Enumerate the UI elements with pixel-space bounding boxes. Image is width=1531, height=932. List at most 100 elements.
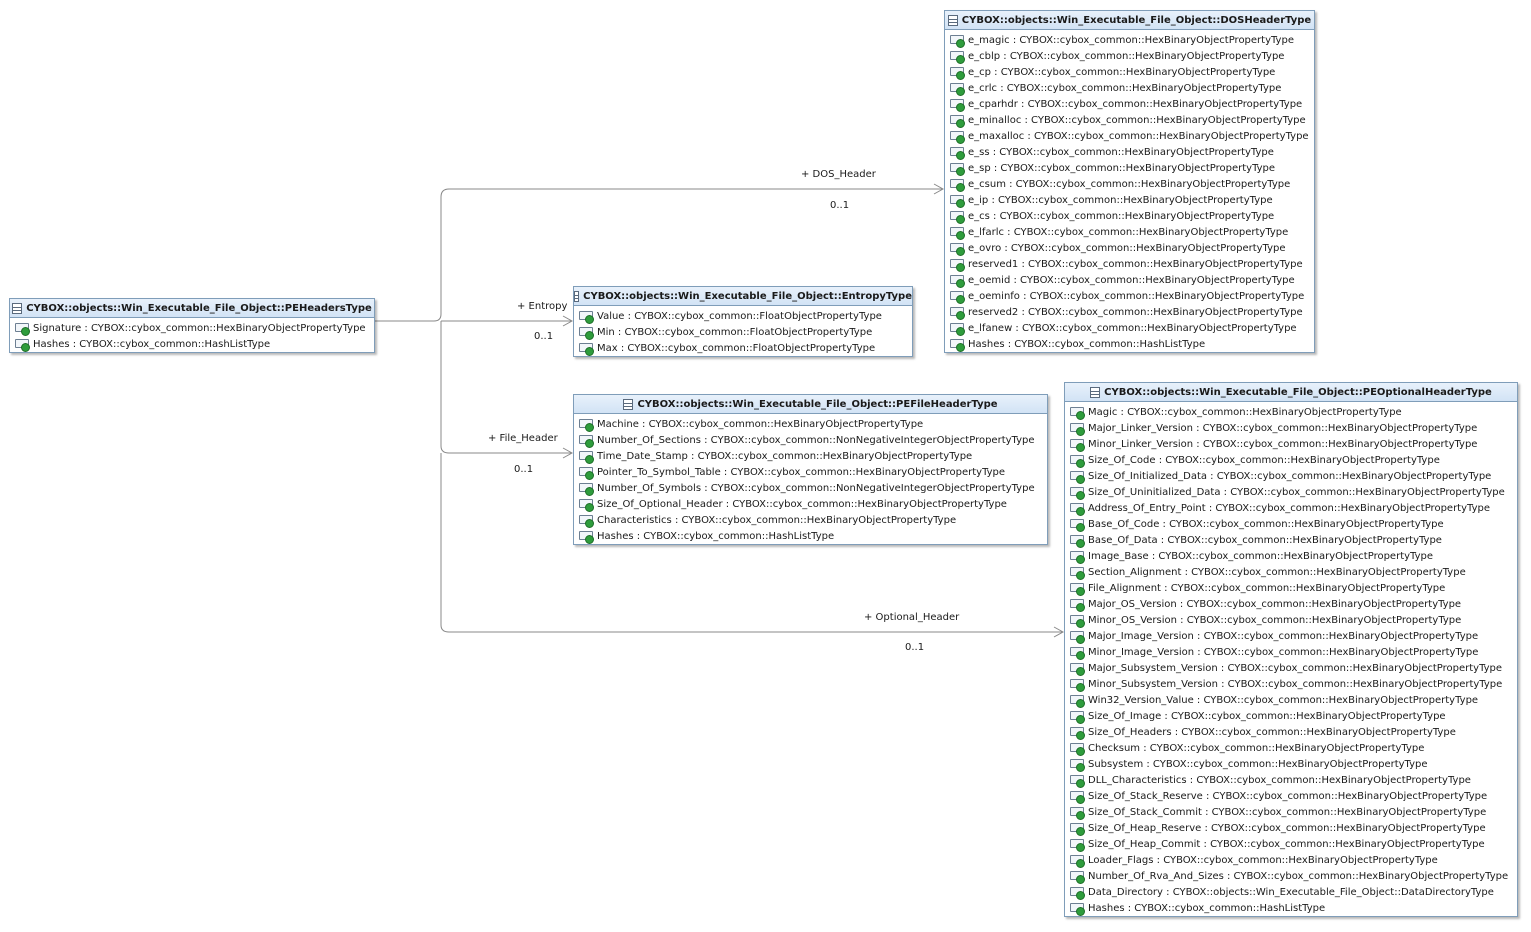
attribute-row[interactable]: Size_Of_Heap_Commit : CYBOX::cybox_commo… <box>1065 836 1517 852</box>
attribute-row[interactable]: e_oeminfo : CYBOX::cybox_common::HexBina… <box>945 288 1314 304</box>
attribute-row[interactable]: Minor_OS_Version : CYBOX::cybox_common::… <box>1065 612 1517 628</box>
attribute-row[interactable]: Value : CYBOX::cybox_common::FloatObject… <box>574 308 912 324</box>
attribute-row[interactable]: Size_Of_Stack_Commit : CYBOX::cybox_comm… <box>1065 804 1517 820</box>
attribute-row[interactable]: e_minalloc : CYBOX::cybox_common::HexBin… <box>945 112 1314 128</box>
attribute-row[interactable]: reserved2 : CYBOX::cybox_common::HexBina… <box>945 304 1314 320</box>
attribute-row[interactable]: Minor_Image_Version : CYBOX::cybox_commo… <box>1065 644 1517 660</box>
attribute-row[interactable]: Machine : CYBOX::cybox_common::HexBinary… <box>574 416 1047 432</box>
attribute-row[interactable]: Size_Of_Uninitialized_Data : CYBOX::cybo… <box>1065 484 1517 500</box>
attribute-row[interactable]: Number_Of_Rva_And_Sizes : CYBOX::cybox_c… <box>1065 868 1517 884</box>
attribute-text: e_magic : CYBOX::cybox_common::HexBinary… <box>968 34 1294 46</box>
class-dos-header[interactable]: CYBOX::objects::Win_Executable_File_Obje… <box>944 10 1315 353</box>
attribute-icon <box>1070 406 1085 420</box>
attribute-row[interactable]: e_oemid : CYBOX::cybox_common::HexBinary… <box>945 272 1314 288</box>
attribute-row[interactable]: Magic : CYBOX::cybox_common::HexBinaryOb… <box>1065 404 1517 420</box>
class-pe-optional-header[interactable]: CYBOX::objects::Win_Executable_File_Obje… <box>1064 382 1518 917</box>
attribute-row[interactable]: Checksum : CYBOX::cybox_common::HexBinar… <box>1065 740 1517 756</box>
attribute-row[interactable]: Size_Of_Code : CYBOX::cybox_common::HexB… <box>1065 452 1517 468</box>
attribute-list: Signature : CYBOX::cybox_common::HexBina… <box>10 318 374 352</box>
attribute-text: Image_Base : CYBOX::cybox_common::HexBin… <box>1088 550 1433 562</box>
class-title: CYBOX::objects::Win_Executable_File_Obje… <box>637 398 998 410</box>
attribute-row[interactable]: Size_Of_Initialized_Data : CYBOX::cybox_… <box>1065 468 1517 484</box>
attribute-icon <box>950 66 965 80</box>
attribute-row[interactable]: e_sp : CYBOX::cybox_common::HexBinaryObj… <box>945 160 1314 176</box>
attribute-text: File_Alignment : CYBOX::cybox_common::He… <box>1088 582 1446 594</box>
class-pe-file-header[interactable]: CYBOX::objects::Win_Executable_File_Obje… <box>573 394 1048 545</box>
attribute-icon <box>950 226 965 240</box>
attribute-row[interactable]: Address_Of_Entry_Point : CYBOX::cybox_co… <box>1065 500 1517 516</box>
attribute-text: Size_Of_Code : CYBOX::cybox_common::HexB… <box>1088 454 1440 466</box>
attribute-text: Pointer_To_Symbol_Table : CYBOX::cybox_c… <box>597 466 1006 478</box>
attribute-row[interactable]: e_ovro : CYBOX::cybox_common::HexBinaryO… <box>945 240 1314 256</box>
attribute-row[interactable]: Win32_Version_Value : CYBOX::cybox_commo… <box>1065 692 1517 708</box>
attribute-row[interactable]: e_csum : CYBOX::cybox_common::HexBinaryO… <box>945 176 1314 192</box>
attribute-row[interactable]: Size_Of_Headers : CYBOX::cybox_common::H… <box>1065 724 1517 740</box>
attribute-row[interactable]: e_crlc : CYBOX::cybox_common::HexBinaryO… <box>945 80 1314 96</box>
attribute-text: e_ip : CYBOX::cybox_common::HexBinaryObj… <box>968 194 1273 206</box>
class-pe-headers[interactable]: CYBOX::objects::Win_Executable_File_Obje… <box>9 298 375 353</box>
attribute-row[interactable]: Signature : CYBOX::cybox_common::HexBina… <box>10 320 374 336</box>
class-header: CYBOX::objects::Win_Executable_File_Obje… <box>574 395 1047 414</box>
attribute-row[interactable]: Minor_Linker_Version : CYBOX::cybox_comm… <box>1065 436 1517 452</box>
attribute-row[interactable]: e_maxalloc : CYBOX::cybox_common::HexBin… <box>945 128 1314 144</box>
attribute-row[interactable]: Data_Directory : CYBOX::objects::Win_Exe… <box>1065 884 1517 900</box>
attribute-text: Min : CYBOX::cybox_common::FloatObjectPr… <box>597 326 873 338</box>
attribute-row[interactable]: Base_Of_Code : CYBOX::cybox_common::HexB… <box>1065 516 1517 532</box>
attribute-row[interactable]: Major_Image_Version : CYBOX::cybox_commo… <box>1065 628 1517 644</box>
attribute-row[interactable]: e_ss : CYBOX::cybox_common::HexBinaryObj… <box>945 144 1314 160</box>
attribute-icon <box>1070 822 1085 836</box>
attribute-row[interactable]: Size_Of_Optional_Header : CYBOX::cybox_c… <box>574 496 1047 512</box>
attribute-row[interactable]: e_cs : CYBOX::cybox_common::HexBinaryObj… <box>945 208 1314 224</box>
attribute-text: Major_OS_Version : CYBOX::cybox_common::… <box>1088 598 1462 610</box>
attribute-row[interactable]: File_Alignment : CYBOX::cybox_common::He… <box>1065 580 1517 596</box>
assoc-multiplicity-dos-header: 0..1 <box>830 200 850 211</box>
attribute-text: e_cparhdr : CYBOX::cybox_common::HexBina… <box>968 98 1303 110</box>
attribute-icon <box>1070 454 1085 468</box>
attribute-text: Base_Of_Data : CYBOX::cybox_common::HexB… <box>1088 534 1442 546</box>
attribute-row[interactable]: Major_Linker_Version : CYBOX::cybox_comm… <box>1065 420 1517 436</box>
attribute-row[interactable]: Hashes : CYBOX::cybox_common::HashListTy… <box>1065 900 1517 916</box>
attribute-row[interactable]: e_cblp : CYBOX::cybox_common::HexBinaryO… <box>945 48 1314 64</box>
attribute-row[interactable]: DLL_Characteristics : CYBOX::cybox_commo… <box>1065 772 1517 788</box>
attribute-row[interactable]: Loader_Flags : CYBOX::cybox_common::HexB… <box>1065 852 1517 868</box>
attribute-icon <box>1070 582 1085 596</box>
attribute-icon <box>1070 854 1085 868</box>
attribute-row[interactable]: Major_OS_Version : CYBOX::cybox_common::… <box>1065 596 1517 612</box>
attribute-row[interactable]: Min : CYBOX::cybox_common::FloatObjectPr… <box>574 324 912 340</box>
attribute-row[interactable]: Major_Subsystem_Version : CYBOX::cybox_c… <box>1065 660 1517 676</box>
attribute-row[interactable]: Hashes : CYBOX::cybox_common::HashListTy… <box>574 528 1047 544</box>
attribute-row[interactable]: Time_Date_Stamp : CYBOX::cybox_common::H… <box>574 448 1047 464</box>
attribute-row[interactable]: Size_Of_Heap_Reserve : CYBOX::cybox_comm… <box>1065 820 1517 836</box>
attribute-text: Major_Subsystem_Version : CYBOX::cybox_c… <box>1088 662 1503 674</box>
attribute-row[interactable]: e_lfarlc : CYBOX::cybox_common::HexBinar… <box>945 224 1314 240</box>
attribute-row[interactable]: Pointer_To_Symbol_Table : CYBOX::cybox_c… <box>574 464 1047 480</box>
class-entropy[interactable]: CYBOX::objects::Win_Executable_File_Obje… <box>573 286 913 357</box>
attribute-row[interactable]: e_lfanew : CYBOX::cybox_common::HexBinar… <box>945 320 1314 336</box>
attribute-row[interactable]: Subsystem : CYBOX::cybox_common::HexBina… <box>1065 756 1517 772</box>
attribute-row[interactable]: Image_Base : CYBOX::cybox_common::HexBin… <box>1065 548 1517 564</box>
attribute-row[interactable]: e_magic : CYBOX::cybox_common::HexBinary… <box>945 32 1314 48</box>
attribute-row[interactable]: e_ip : CYBOX::cybox_common::HexBinaryObj… <box>945 192 1314 208</box>
attribute-row[interactable]: Hashes : CYBOX::cybox_common::HashListTy… <box>10 336 374 352</box>
attribute-row[interactable]: Hashes : CYBOX::cybox_common::HashListTy… <box>945 336 1314 352</box>
attribute-row[interactable]: Size_Of_Image : CYBOX::cybox_common::Hex… <box>1065 708 1517 724</box>
attribute-row[interactable]: Section_Alignment : CYBOX::cybox_common:… <box>1065 564 1517 580</box>
attribute-row[interactable]: e_cp : CYBOX::cybox_common::HexBinaryObj… <box>945 64 1314 80</box>
attribute-icon <box>579 310 594 324</box>
attribute-text: Minor_Linker_Version : CYBOX::cybox_comm… <box>1088 438 1478 450</box>
attribute-row[interactable]: Size_Of_Stack_Reserve : CYBOX::cybox_com… <box>1065 788 1517 804</box>
attribute-row[interactable]: Number_Of_Symbols : CYBOX::cybox_common:… <box>574 480 1047 496</box>
attribute-icon <box>950 194 965 208</box>
attribute-row[interactable]: Characteristics : CYBOX::cybox_common::H… <box>574 512 1047 528</box>
attribute-row[interactable]: Number_Of_Sections : CYBOX::cybox_common… <box>574 432 1047 448</box>
attribute-row[interactable]: Minor_Subsystem_Version : CYBOX::cybox_c… <box>1065 676 1517 692</box>
attribute-text: Machine : CYBOX::cybox_common::HexBinary… <box>597 418 924 430</box>
class-icon <box>1090 386 1101 398</box>
attribute-row[interactable]: Max : CYBOX::cybox_common::FloatObjectPr… <box>574 340 912 356</box>
attribute-row[interactable]: reserved1 : CYBOX::cybox_common::HexBina… <box>945 256 1314 272</box>
attribute-row[interactable]: Base_Of_Data : CYBOX::cybox_common::HexB… <box>1065 532 1517 548</box>
attribute-icon <box>1070 774 1085 788</box>
attribute-icon <box>15 338 30 352</box>
attribute-row[interactable]: e_cparhdr : CYBOX::cybox_common::HexBina… <box>945 96 1314 112</box>
